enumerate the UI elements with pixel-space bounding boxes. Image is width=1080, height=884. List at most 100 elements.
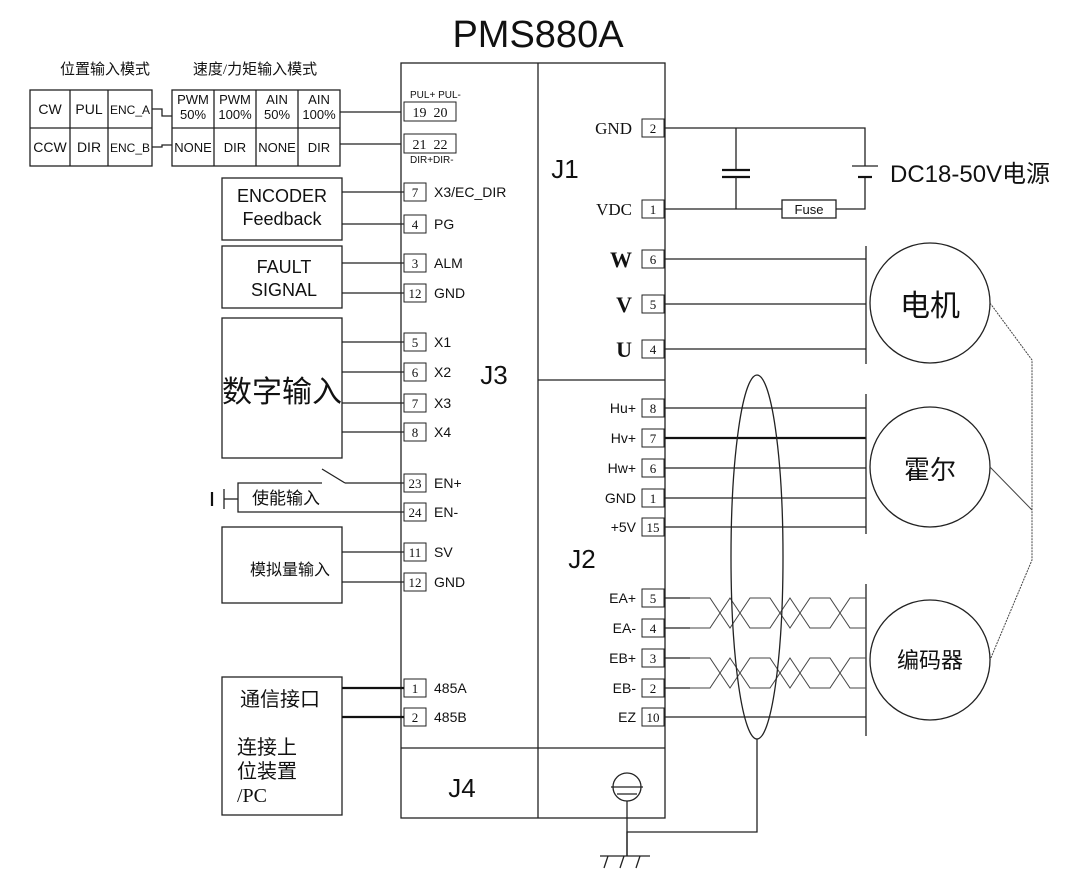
j2-pin-label: EA+ <box>609 590 636 606</box>
table-cell: NONE <box>258 140 296 155</box>
j1-pin-box <box>641 249 665 269</box>
position-mode-label: 位置输入模式 <box>60 61 150 78</box>
j3-pin-label: GND <box>434 574 465 590</box>
j2-pin-label: EA- <box>613 620 637 636</box>
hall-label: 霍尔 <box>904 456 956 485</box>
dir-label: DIR+DIR- <box>410 155 454 166</box>
j2-pin-number: 6 <box>650 461 657 476</box>
table-cell: CCW <box>33 139 67 155</box>
j3-pin-label: GND <box>434 285 465 301</box>
table-cell: NONE <box>174 140 212 155</box>
j3-pin-label: X3/EC_DIR <box>434 184 506 200</box>
comm-port-desc: 连接上位装置/PC <box>237 736 297 807</box>
j2-pin-box <box>641 618 665 638</box>
dc-supply-icon <box>852 165 878 179</box>
j2-pin-box <box>641 678 665 698</box>
j3-pin-number: 8 <box>412 425 419 440</box>
j2-pin-box <box>641 707 665 727</box>
battery-icon <box>210 489 239 509</box>
pul-label: PUL+ PUL- <box>410 90 461 101</box>
j3-label: J3 <box>480 360 507 390</box>
j1-pin-number: 5 <box>650 297 657 312</box>
j1-pin-number: 2 <box>650 121 657 136</box>
j2-pin-box <box>641 517 665 537</box>
driver-body <box>400 62 666 819</box>
comm-port-box: 通信接口 连接上位装置/PC <box>221 676 343 816</box>
encoder-label: 编码器 <box>897 648 963 673</box>
j3-pin-number: 11 <box>409 545 422 560</box>
j2-pin-label: EZ <box>618 709 636 725</box>
j1-pin-number: 6 <box>650 252 657 267</box>
table-cell: ENC_A <box>110 103 150 117</box>
j2-pin-box <box>641 458 665 478</box>
enable-input: 使能输入 <box>210 468 404 513</box>
j3-pin-label: X2 <box>434 364 451 380</box>
j2-pin-number: 7 <box>650 431 657 446</box>
power-supply-label: DC18-50V电源 <box>890 161 1050 188</box>
capacitor-icon <box>722 168 750 179</box>
j3-pin-label: PG <box>434 216 454 232</box>
j3-pin-label: SV <box>434 544 453 560</box>
j1-pin-box <box>641 118 665 138</box>
j1-pin-label: GND <box>595 119 632 138</box>
j2-pin-box <box>641 428 665 448</box>
j3-pin-number: 7 <box>412 185 419 200</box>
analog-input-label: 模拟量输入 <box>250 561 330 579</box>
hall-device: 霍尔 <box>869 406 991 528</box>
digital-input-label: 数字输入 <box>222 376 342 409</box>
table-cell: ENC_B <box>110 141 150 155</box>
j2-pin-number: 10 <box>647 710 660 725</box>
j2-pin-box <box>641 588 665 608</box>
table-cell: DIR <box>308 140 330 155</box>
speed-torque-mode-label: 速度/力矩输入模式 <box>193 61 317 78</box>
j3-pin-number: 23 <box>409 476 422 491</box>
encoder-device: 编码器 <box>869 599 991 721</box>
j1-pin-label: U <box>616 337 632 362</box>
pulse-connector: PUL+ PUL- 19 20 21 22 DIR+DIR- <box>403 90 461 166</box>
j1-pin-box <box>641 199 665 219</box>
j4-label: J4 <box>448 773 475 803</box>
j1-pin-number: 1 <box>650 202 657 217</box>
j3-pin-number: 3 <box>412 256 419 271</box>
power-wiring: Fuse DC18-50V电源 <box>665 127 1050 219</box>
j2-pin-list: 8Hu+7Hv+6Hw+1GND15+5V5EA+4EA-3EB+2EB-10E… <box>605 398 866 727</box>
j2-pin-label: +5V <box>611 519 637 535</box>
j2-pin-number: 8 <box>650 401 657 416</box>
j1-pin-label: W <box>610 247 632 272</box>
ground-icon <box>600 772 650 869</box>
j3-pin-number: 7 <box>412 396 419 411</box>
j2-pin-label: Hw+ <box>608 460 636 476</box>
table-cell: CW <box>38 101 62 117</box>
j2-pin-number: 4 <box>650 621 657 636</box>
j2-pin-label: Hv+ <box>611 430 636 446</box>
j1-pin-box <box>641 294 665 314</box>
j2-pin-number: 3 <box>650 651 657 666</box>
j2-pin-number: 1 <box>650 491 657 506</box>
j2-pin-label: EB+ <box>609 650 636 666</box>
switch-icon <box>321 468 346 484</box>
j2-pin-number: 5 <box>650 591 657 606</box>
j2-pin-number: 15 <box>647 520 660 535</box>
j3-pin-label: 485A <box>434 680 467 696</box>
pin-pair-21-22: 21 22 <box>413 138 448 153</box>
j1-pin-label: VDC <box>596 200 632 219</box>
j3-pin-label: EN+ <box>434 475 462 491</box>
j3-pin-number: 12 <box>409 286 422 301</box>
j1-label: J1 <box>551 154 578 184</box>
j2-pin-label: EB- <box>613 680 637 696</box>
j3-pin-number: 2 <box>412 710 419 725</box>
j2-pin-number: 2 <box>650 681 657 696</box>
j3-pin-number: 5 <box>412 335 419 350</box>
j2-pin-box <box>641 648 665 668</box>
j1-pin-box <box>641 339 665 359</box>
analog-input-box: 模拟量输入 <box>221 526 343 604</box>
j3-pin-label: EN- <box>434 504 458 520</box>
